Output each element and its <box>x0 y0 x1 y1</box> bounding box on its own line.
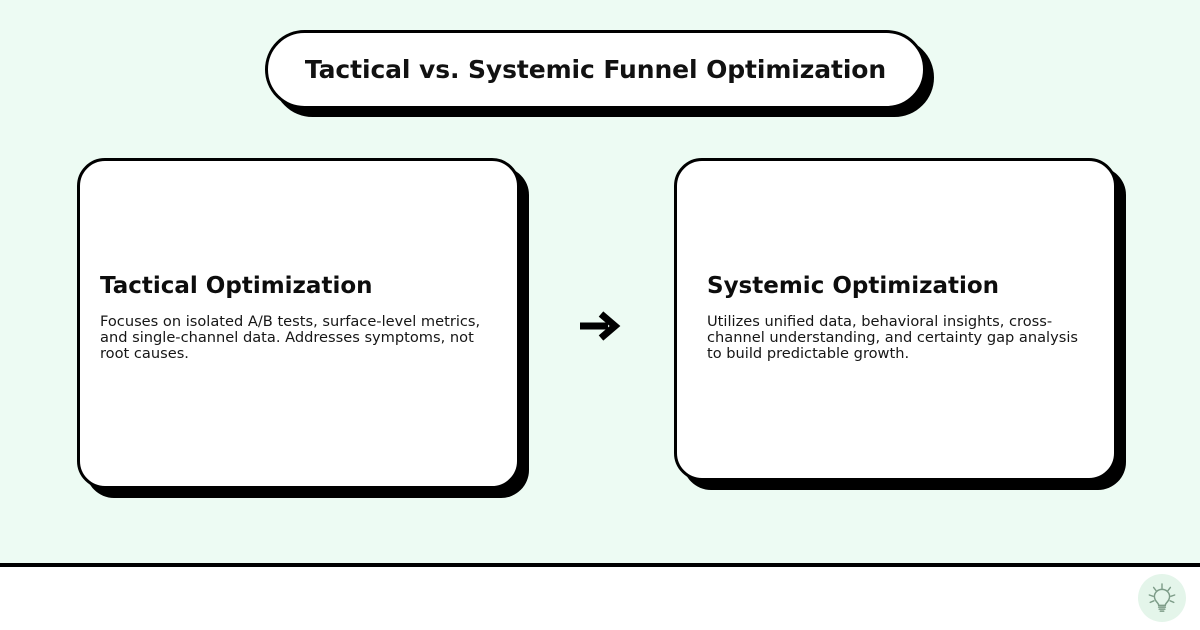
card-body: Focuses on isolated A/B tests, surface-l… <box>100 312 481 363</box>
footer-divider <box>0 563 1200 567</box>
lightbulb-icon <box>1148 583 1176 612</box>
card-tactical-optimization: Tactical Optimization Focuses on isolate… <box>77 158 520 489</box>
card-body: Utilizes unified data, behavioral insigh… <box>707 312 1079 363</box>
arrow-right-icon <box>575 303 623 349</box>
card-content: Systemic Optimization Utilizes unified d… <box>707 274 1095 362</box>
slide-canvas: Tactical vs. Systemic Funnel Optimizatio… <box>0 0 1200 563</box>
page-title: Tactical vs. Systemic Funnel Optimizatio… <box>304 55 887 84</box>
footer-bar <box>0 567 1200 630</box>
card-heading: Tactical Optimization <box>100 273 373 300</box>
lightbulb-badge <box>1138 574 1186 622</box>
card-systemic-optimization: Systemic Optimization Utilizes unified d… <box>674 158 1117 481</box>
card-heading: Systemic Optimization <box>707 273 1000 300</box>
card-content: Tactical Optimization Focuses on isolate… <box>100 274 498 362</box>
page-title-pill: Tactical vs. Systemic Funnel Optimizatio… <box>265 30 926 109</box>
